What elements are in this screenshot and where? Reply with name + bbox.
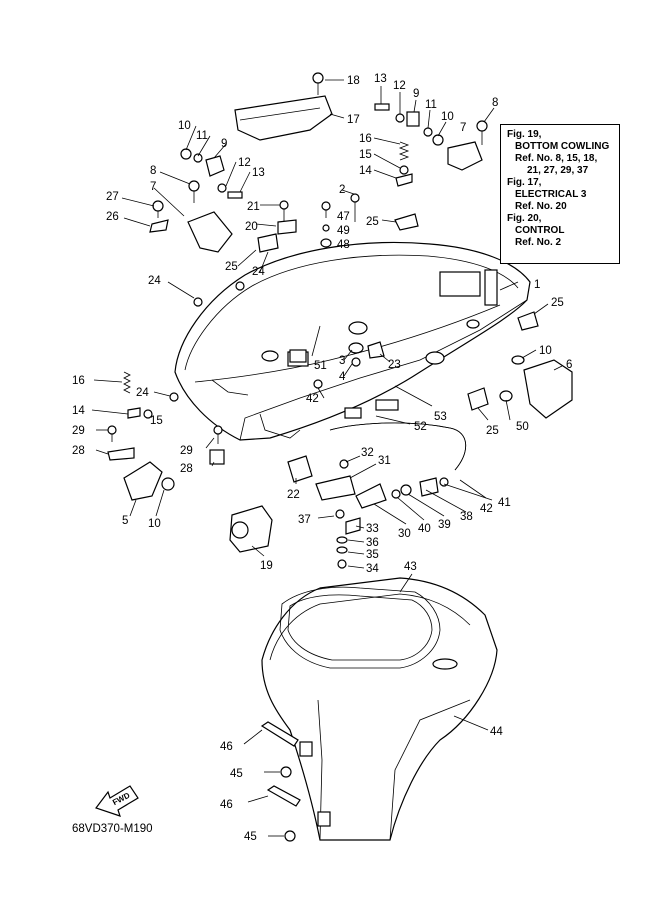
callout-17: 17 <box>347 114 360 126</box>
callout-51: 51 <box>314 360 327 372</box>
diagram-code: 68VD370-M190 <box>72 823 153 835</box>
callout-40: 40 <box>418 523 431 535</box>
callout-33: 33 <box>366 523 379 535</box>
callout-19: 19 <box>260 560 273 572</box>
callout-24: 24 <box>148 275 161 287</box>
callout-12: 12 <box>393 80 406 92</box>
callout-16: 16 <box>359 133 372 145</box>
callout-41: 41 <box>498 497 511 509</box>
callout-5: 5 <box>122 515 128 527</box>
callout-10: 10 <box>178 120 191 132</box>
callout-13: 13 <box>374 73 387 85</box>
callout-25: 25 <box>551 297 564 309</box>
callout-numbers: 18 17 13 12 9 11 10 8 10 11 9 12 13 16 1… <box>72 73 572 843</box>
callout-25: 25 <box>486 425 499 437</box>
ref-line: Fig. 19, <box>507 129 542 140</box>
callout-2: 2 <box>339 184 345 196</box>
small-parts <box>107 72 573 842</box>
callout-14: 14 <box>72 405 85 417</box>
callout-52: 52 <box>414 421 427 433</box>
callout-3: 3 <box>339 355 345 367</box>
callout-10: 10 <box>441 111 454 123</box>
callout-28: 28 <box>180 463 193 475</box>
callout-29: 29 <box>72 425 85 437</box>
callout-15: 15 <box>359 149 372 161</box>
callout-28: 28 <box>72 445 85 457</box>
callout-24: 24 <box>136 387 149 399</box>
callout-46: 46 <box>220 741 233 753</box>
callout-15: 15 <box>150 415 163 427</box>
lower-cowling <box>261 577 498 841</box>
callout-12: 12 <box>238 157 251 169</box>
callout-42: 42 <box>480 503 493 515</box>
callout-45: 45 <box>230 768 243 780</box>
ref-line: Fig. 17, <box>507 177 542 188</box>
callout-30: 30 <box>398 528 411 540</box>
callout-10: 10 <box>148 518 161 530</box>
callout-8: 8 <box>150 165 156 177</box>
callout-27: 27 <box>106 191 119 203</box>
callout-20: 20 <box>245 221 258 233</box>
top-cover-part <box>234 95 333 141</box>
callout-13: 13 <box>252 167 265 179</box>
callout-47: 47 <box>337 211 350 223</box>
bottom-cowling-tray <box>174 241 531 441</box>
callout-24: 24 <box>252 266 265 278</box>
callout-50: 50 <box>516 421 529 433</box>
callout-36: 36 <box>366 537 379 549</box>
callout-9: 9 <box>413 88 419 100</box>
leader-lines <box>91 79 563 837</box>
callout-11: 11 <box>196 130 208 142</box>
callout-53: 53 <box>434 411 447 423</box>
callout-26: 26 <box>106 211 119 223</box>
callout-22: 22 <box>287 489 300 501</box>
callout-43: 43 <box>404 561 417 573</box>
callout-9: 9 <box>221 138 227 150</box>
ref-line: Fig. 20, <box>507 213 542 224</box>
callout-49: 49 <box>337 225 350 237</box>
callout-38: 38 <box>460 511 473 523</box>
callout-35: 35 <box>366 549 379 561</box>
ref-line: BOTTOM COWLING <box>515 141 610 152</box>
callout-39: 39 <box>438 519 451 531</box>
callout-7: 7 <box>460 122 466 134</box>
callout-29: 29 <box>180 445 193 457</box>
callout-6: 6 <box>566 359 572 371</box>
callout-42: 42 <box>306 393 319 405</box>
callout-21: 21 <box>247 201 260 213</box>
callout-34: 34 <box>366 563 379 575</box>
callout-14: 14 <box>359 165 372 177</box>
callout-18: 18 <box>347 75 360 87</box>
callout-7: 7 <box>150 181 156 193</box>
callout-4: 4 <box>339 371 346 383</box>
callout-10: 10 <box>539 345 552 357</box>
callout-25: 25 <box>225 261 238 273</box>
callout-25: 25 <box>366 216 379 228</box>
callout-32: 32 <box>361 447 374 459</box>
ref-line: CONTROL <box>515 225 565 236</box>
ref-line: Ref. No. 8, 15, 18, <box>515 153 598 164</box>
callout-37: 37 <box>298 514 311 526</box>
callout-44: 44 <box>490 726 503 738</box>
ref-line: ELECTRICAL 3 <box>515 189 587 200</box>
callout-31: 31 <box>378 455 391 467</box>
reference-box: Fig. 19, BOTTOM COWLING Ref. No. 8, 15, … <box>500 124 620 264</box>
callout-8: 8 <box>492 97 498 109</box>
ref-line: Ref. No. 2 <box>515 237 562 248</box>
seal-ring <box>279 586 441 669</box>
callout-48: 48 <box>337 239 350 251</box>
ref-line: 21, 27, 29, 37 <box>527 165 589 176</box>
callout-11: 11 <box>425 99 437 111</box>
callout-46: 46 <box>220 799 233 811</box>
ref-line: Ref. No. 20 <box>515 201 567 212</box>
fwd-arrow-icon: FWD <box>95 785 139 817</box>
callout-23: 23 <box>388 359 401 371</box>
callout-45: 45 <box>244 831 257 843</box>
callout-1: 1 <box>534 279 540 291</box>
callout-16: 16 <box>72 375 85 387</box>
